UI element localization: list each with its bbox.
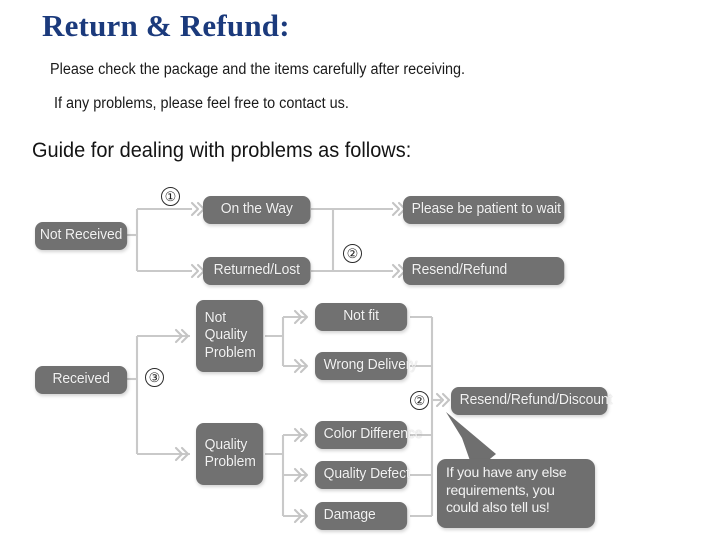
node-not-received[interactable]: Not Received [35,222,128,250]
page-title: Return & Refund: [42,8,290,43]
step-number-2-bottom: ② [410,391,429,410]
node-color-difference[interactable]: Color Difference [315,421,423,449]
node-please-be-patient[interactable]: Please be patient to wait [403,196,565,224]
node-on-the-way[interactable]: On the Way [203,196,311,224]
intro-line-2: If any problems, please feel free to con… [54,95,349,112]
step-number-2-top: ② [343,244,362,263]
node-returned-lost[interactable]: Returned/Lost [203,257,311,285]
callout-bubble: If you have any else requirements, you c… [437,459,595,528]
intro-line-1: Please check the package and the items c… [50,61,466,78]
node-resend-refund-discount[interactable]: Resend/Refund/Discount [451,387,612,415]
node-damage[interactable]: Damage [315,502,408,530]
step-number-3: ③ [145,368,164,387]
node-wrong-delivery[interactable]: Wrong Delivery [315,352,417,380]
header-block: Return & Refund: Please check the packag… [0,0,716,180]
guide-heading: Guide for dealing with problems as follo… [32,139,412,162]
step-number-1: ① [161,187,180,206]
node-resend-refund[interactable]: Resend/Refund [403,257,565,285]
node-received[interactable]: Received [35,366,128,394]
node-not-fit[interactable]: Not fit [315,303,408,331]
node-quality-defect[interactable]: Quality Defect [315,461,410,489]
